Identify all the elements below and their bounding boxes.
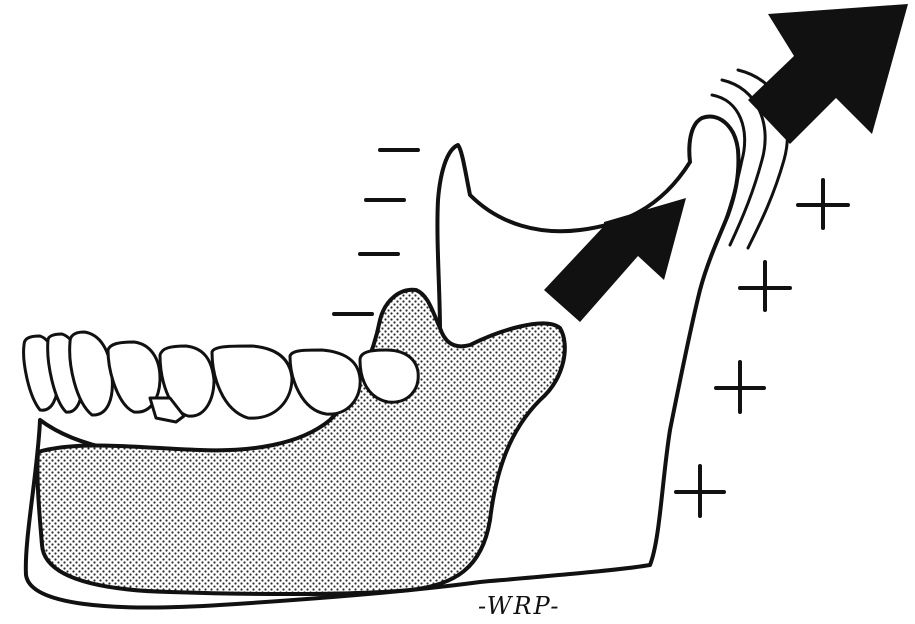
plus-sign bbox=[676, 466, 724, 516]
plus-sign bbox=[740, 262, 790, 310]
plus-sign bbox=[798, 180, 848, 228]
artist-signature: -WRP- bbox=[478, 592, 560, 620]
positive-signs bbox=[676, 180, 848, 516]
plus-sign bbox=[716, 362, 764, 412]
mandible-retruded-stippled bbox=[37, 290, 564, 594]
tooth bbox=[212, 346, 292, 418]
tooth bbox=[290, 350, 360, 414]
arrow-up-right-icon bbox=[544, 198, 686, 322]
arrow-up-right-icon bbox=[748, 4, 908, 144]
